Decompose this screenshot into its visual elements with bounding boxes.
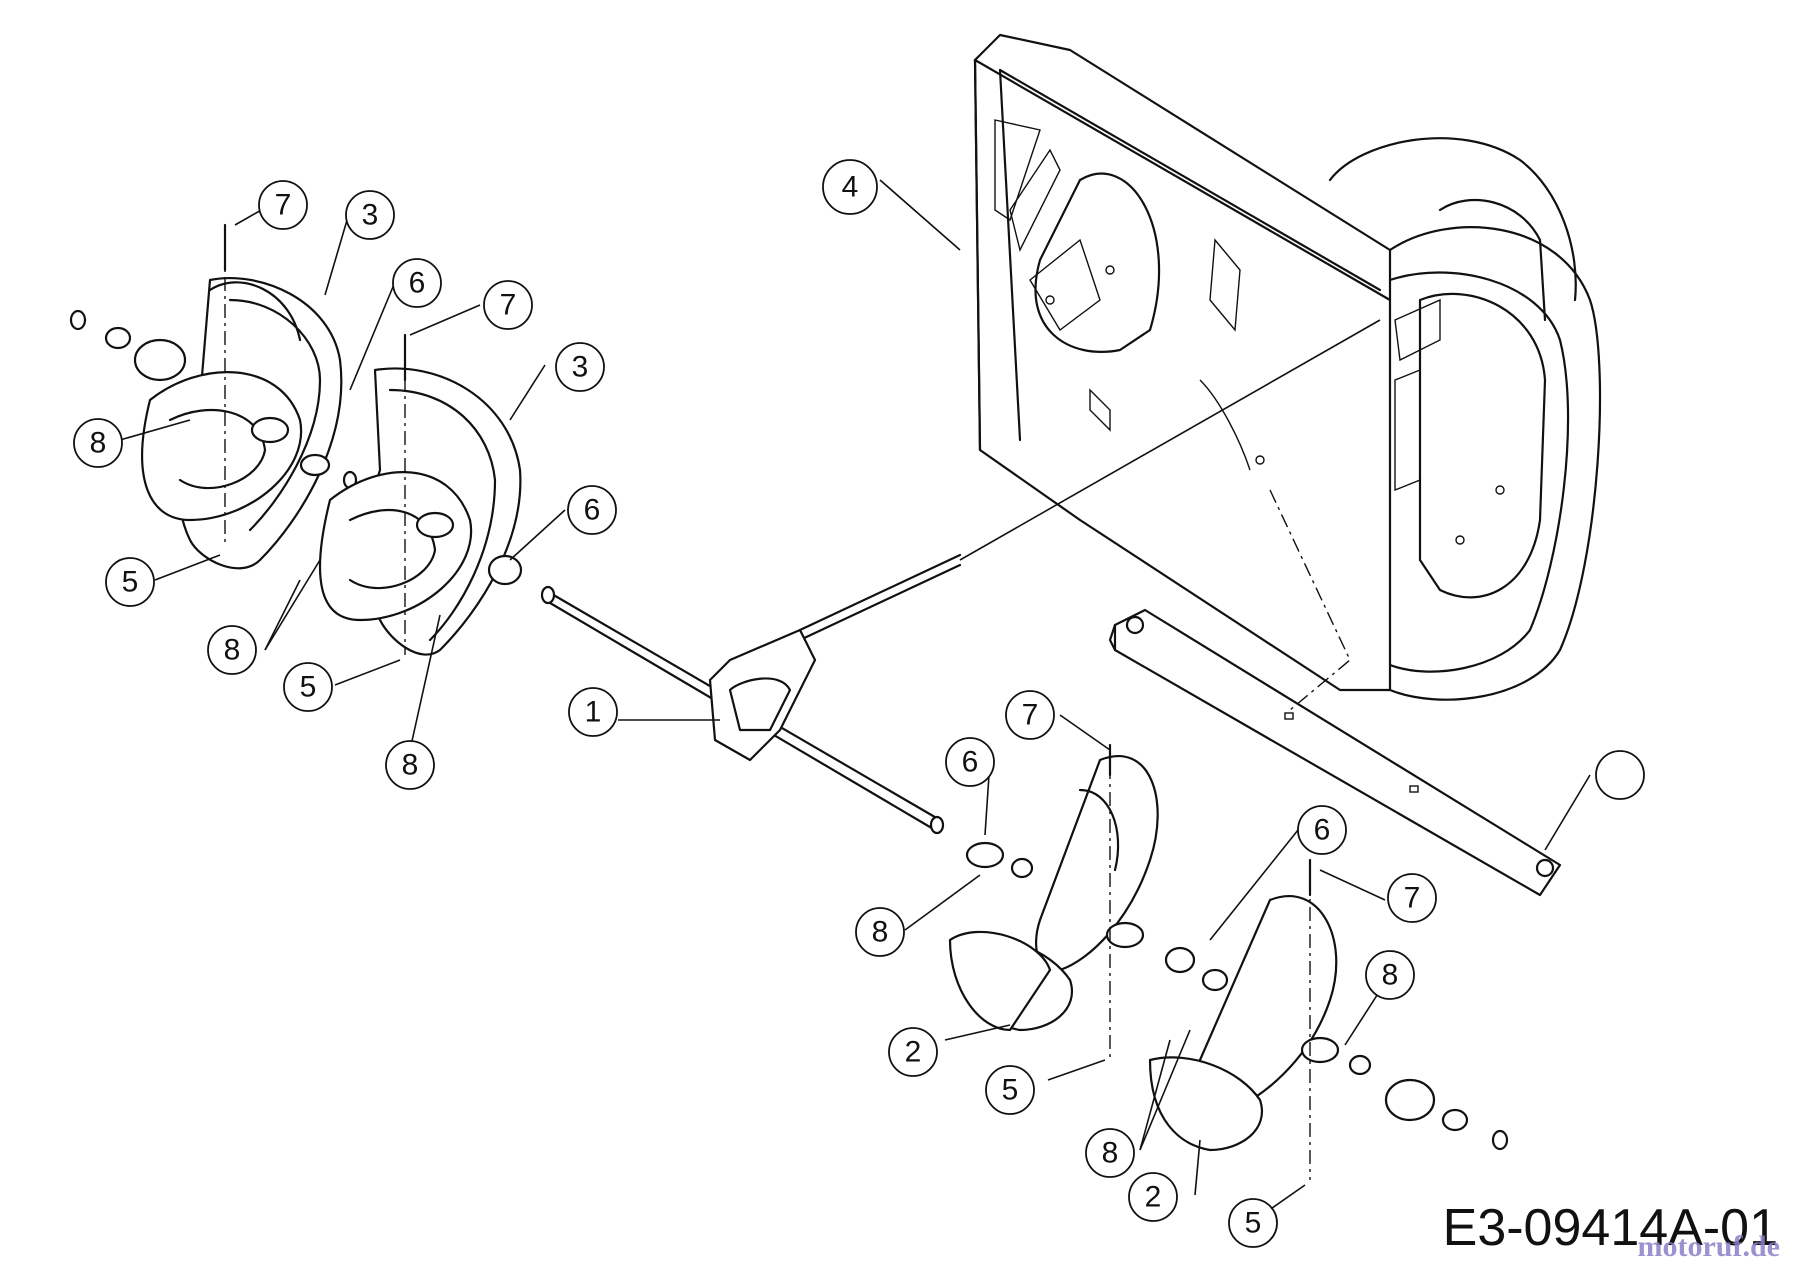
svg-text:6: 6 — [962, 746, 979, 779]
watermark: motoruf.de — [1637, 1230, 1780, 1263]
callout-8: 8 — [1085, 1128, 1135, 1178]
callout-1: 1 — [568, 687, 618, 737]
callout-7: 7 — [1387, 873, 1437, 923]
svg-text:3: 3 — [362, 199, 379, 232]
callout-2: 2 — [1128, 1172, 1178, 1222]
right-auger-assembly — [948, 743, 1509, 1180]
svg-text:8: 8 — [1102, 1137, 1119, 1170]
callout-3: 3 — [555, 342, 605, 392]
callout-4: 4 — [822, 159, 878, 215]
svg-text:5: 5 — [300, 671, 317, 704]
callout-5: 5 — [105, 557, 155, 607]
shave-plate — [1108, 608, 1562, 897]
callout-8: 8 — [73, 418, 123, 468]
callout-7: 7 — [1005, 690, 1055, 740]
svg-text:8: 8 — [402, 749, 419, 782]
svg-text:7: 7 — [500, 289, 517, 322]
callout-6: 6 — [945, 737, 995, 787]
svg-text:4: 4 — [842, 171, 859, 204]
callout-9 — [1595, 750, 1645, 800]
assembly-indicator-line — [1269, 489, 1351, 711]
svg-text:2: 2 — [905, 1036, 922, 1069]
gearbox — [540, 319, 1381, 835]
callout-2: 2 — [888, 1027, 938, 1077]
diagram-code: E3-09414A-01 — [1442, 1199, 1778, 1257]
svg-text:5: 5 — [122, 566, 139, 599]
svg-text:8: 8 — [1382, 959, 1399, 992]
callout-6: 6 — [1297, 805, 1347, 855]
callout-5: 5 — [283, 662, 333, 712]
callout-8: 8 — [207, 625, 257, 675]
svg-text:6: 6 — [584, 494, 601, 527]
svg-text:7: 7 — [275, 189, 292, 222]
callout-7: 7 — [483, 280, 533, 330]
auger-housing — [973, 33, 1602, 701]
callout-6: 6 — [567, 485, 617, 535]
callout-5: 5 — [1228, 1198, 1278, 1248]
svg-text:8: 8 — [90, 427, 107, 460]
callout-3: 3 — [345, 190, 395, 240]
callout-8: 8 — [855, 907, 905, 957]
left-auger-assembly — [69, 223, 523, 656]
callout-5: 5 — [985, 1065, 1035, 1115]
svg-text:5: 5 — [1002, 1074, 1019, 1107]
callout-7: 7 — [258, 180, 308, 230]
svg-text:6: 6 — [409, 267, 426, 300]
svg-text:8: 8 — [224, 634, 241, 667]
svg-text:6: 6 — [1314, 814, 1331, 847]
callout-leaders — [119, 179, 1591, 1221]
svg-text:2: 2 — [1145, 1181, 1162, 1214]
callout-6: 6 — [392, 258, 442, 308]
callout-8: 8 — [385, 740, 435, 790]
svg-text:5: 5 — [1245, 1207, 1262, 1240]
svg-text:7: 7 — [1022, 699, 1039, 732]
callout-8: 8 — [1365, 950, 1415, 1000]
svg-text:8: 8 — [872, 916, 889, 949]
svg-text:7: 7 — [1404, 882, 1421, 915]
svg-text:3: 3 — [572, 351, 589, 384]
svg-text:1: 1 — [585, 696, 602, 729]
